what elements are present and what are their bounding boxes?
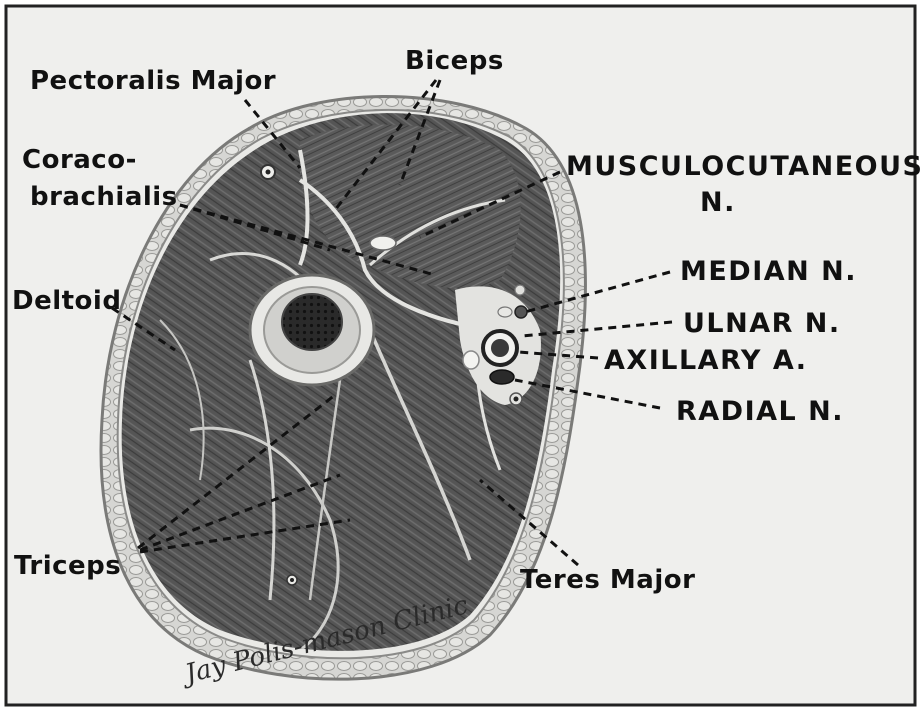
- label-musculocutaneous-line2: N.: [700, 189, 736, 216]
- label-triceps: Triceps: [14, 553, 121, 579]
- label-ulnar-nerve: ULNAR N.: [683, 310, 841, 337]
- label-coracobrachialis-line2: brachialis: [30, 184, 178, 210]
- label-axillary-artery: AXILLARY A.: [604, 347, 807, 374]
- label-median-nerve: MEDIAN N.: [680, 258, 857, 285]
- label-teres-major: Teres Major: [520, 567, 695, 593]
- label-musculocutaneous-line1: MUSCULOCUTANEOUS: [566, 153, 921, 180]
- label-biceps: Biceps: [405, 48, 504, 74]
- label-deltoid: Deltoid: [12, 288, 121, 314]
- label-pectoralis-major: Pectoralis Major: [30, 68, 276, 94]
- label-coracobrachialis-line1: Coraco-: [22, 147, 137, 173]
- label-radial-nerve: RADIAL N.: [676, 398, 844, 425]
- humerus-bone: [250, 275, 374, 385]
